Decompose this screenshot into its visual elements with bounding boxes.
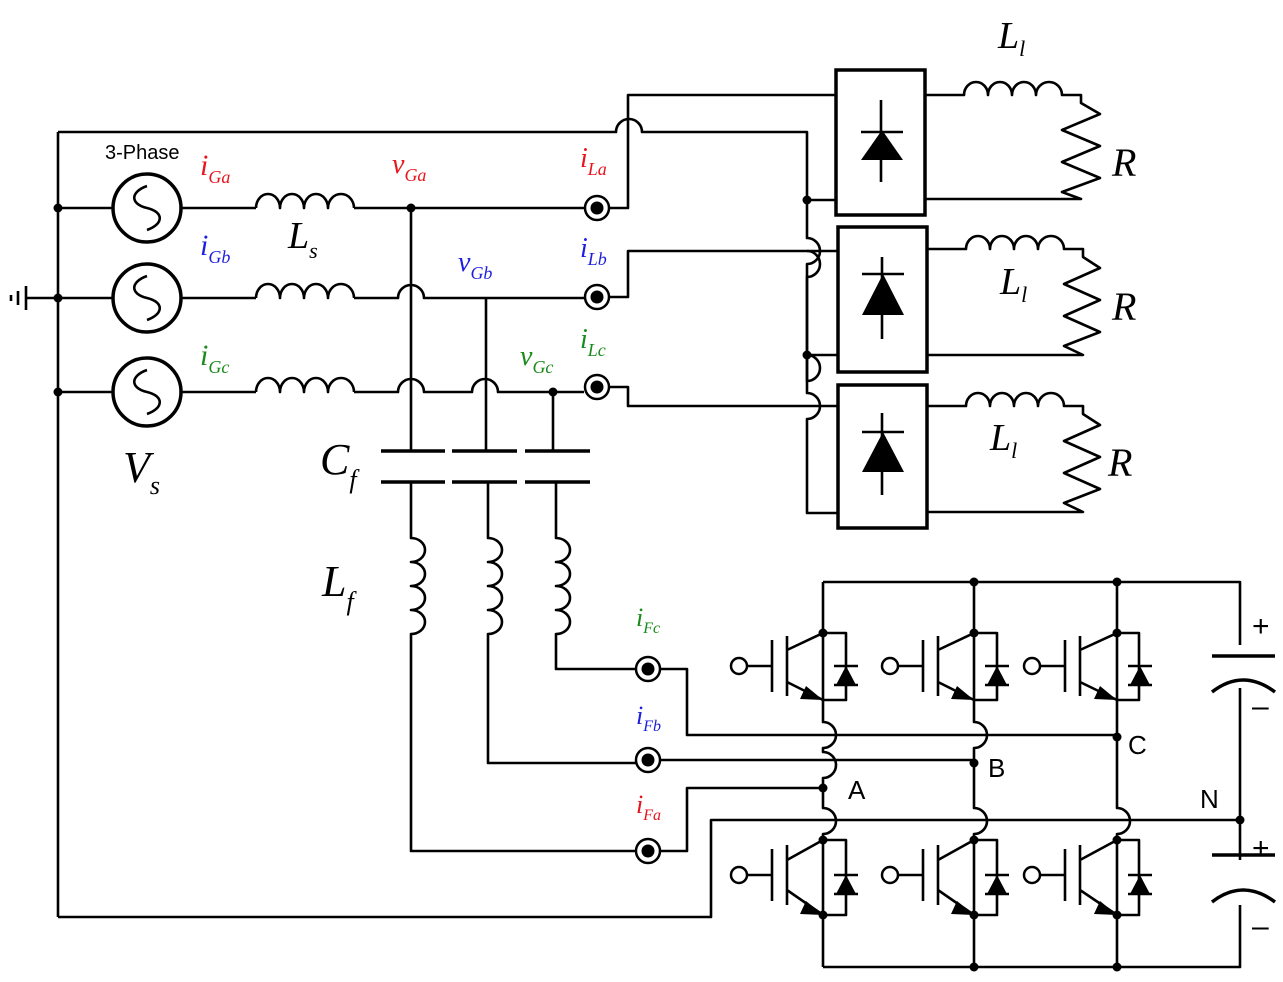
ground-icon: [9, 286, 58, 310]
filter-terminals: [634, 655, 662, 865]
igbt-lower-c-icon: [1022, 838, 1152, 917]
top-return-wire: [58, 117, 809, 200]
voltage-gb-label: vGb: [458, 247, 492, 283]
load-tap-links: [807, 198, 838, 357]
leg-c-output: [660, 667, 1117, 737]
load-wire-a: [610, 93, 836, 210]
node-a-label: A: [848, 775, 866, 805]
dc-capacitor-bottom-icon: [1210, 853, 1277, 904]
rl-load-1: [925, 80, 1102, 201]
resistor-r-2-label: R: [1111, 284, 1136, 329]
ac-source-b-icon: [111, 262, 183, 334]
igbt-upper-a-icon: [729, 631, 858, 702]
current-lc-label: iLc: [580, 324, 606, 360]
leg-a: [821, 582, 838, 967]
current-la-label: iLa: [580, 143, 607, 179]
inductor-ls-b-icon: [254, 282, 356, 300]
current-fa-label: iFa: [636, 790, 661, 824]
capacitor-cf-label: Cf: [320, 435, 360, 494]
filter-leg-a: [409, 482, 636, 853]
leg-c: [1115, 582, 1132, 967]
node-n-label: N: [1200, 784, 1219, 814]
dc-bottom-minus: –: [1252, 910, 1269, 943]
dc-bottom-plus: +: [1252, 832, 1270, 865]
capacitor-cf-icon: [381, 449, 590, 484]
load-bus-middle: [805, 200, 838, 515]
filter-leg-b: [486, 482, 636, 765]
dc-top-plus: +: [1252, 610, 1270, 643]
phase-b-wire: [58, 283, 584, 300]
igbt-lower-a-icon: [729, 838, 858, 917]
ac-source-c-icon: [111, 356, 183, 428]
voltage-gc-label: vGc: [520, 341, 553, 377]
voltage-ga-label: vGa: [392, 149, 426, 185]
dc-bus-top: [823, 580, 1242, 645]
filter-leg-c: [554, 482, 636, 671]
rectifier-2-icon: [836, 225, 929, 374]
rl-load-3: [927, 391, 1102, 514]
resistor-r-3-label: R: [1107, 440, 1132, 485]
source-type-label: 3-Phase: [105, 142, 180, 164]
inductor-ll-1-label: Ll: [997, 15, 1025, 61]
igbt-upper-b-icon: [880, 631, 1009, 702]
inductor-lf-label: Lf: [321, 557, 357, 616]
current-gb-label: iGb: [200, 229, 230, 267]
load-wire-b: [610, 249, 822, 383]
rectifier-3-icon: [836, 383, 929, 530]
node-b-label: B: [988, 753, 1005, 783]
current-ga-label: iGa: [200, 149, 230, 187]
current-gc-label: iGc: [200, 339, 229, 377]
inductor-ll-3-label: Ll: [989, 417, 1017, 463]
phase-c-wire: [58, 377, 584, 394]
igbt-upper-c-icon: [1022, 631, 1152, 702]
igbt-lower-b-icon: [880, 838, 1009, 917]
inductor-ls-c-icon: [254, 376, 356, 394]
rl-load-2: [927, 234, 1102, 357]
inductor-ls-label: Ls: [287, 215, 318, 263]
load-terminals: [583, 194, 611, 401]
current-fb-label: iFb: [636, 701, 661, 735]
dc-bus-bottom: [823, 905, 1242, 969]
ac-source-a-icon: [111, 172, 183, 244]
inductor-ll-2-label: Ll: [999, 261, 1027, 307]
current-fc-label: iFc: [636, 603, 660, 637]
resistor-r-1-label: R: [1111, 140, 1136, 185]
rectifier-1-icon: [834, 68, 927, 217]
source-voltage-label: Vs: [123, 443, 160, 500]
leg-b: [972, 582, 989, 967]
bottom-return-wire: [58, 818, 823, 919]
load-wire-c: [610, 385, 838, 408]
current-lb-label: iLb: [580, 233, 607, 269]
dc-capacitor-top-icon: [1210, 654, 1277, 694]
leg-a-output: [660, 786, 823, 853]
dc-top-minus: –: [1252, 690, 1269, 723]
node-c-label: C: [1128, 730, 1147, 760]
inductor-ls-a-icon: [254, 192, 356, 210]
